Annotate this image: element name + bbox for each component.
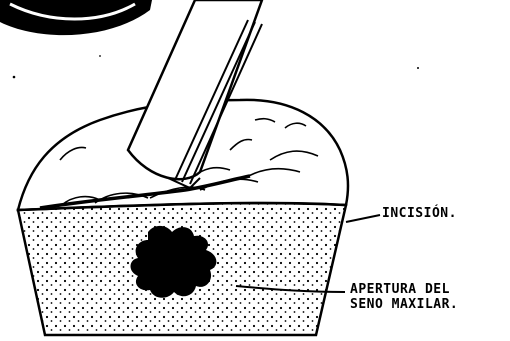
stray-dot-3 <box>99 55 101 57</box>
incision-label: INCISIÓN. <box>382 206 457 221</box>
sinus-opening-label-line1: APERTURA DEL <box>350 282 450 297</box>
stray-dot-2 <box>417 67 419 69</box>
stray-dot <box>13 76 16 79</box>
sinus-opening-label-line2: SENO MAXILAR. <box>350 297 458 312</box>
incision-leader-line <box>346 215 380 222</box>
